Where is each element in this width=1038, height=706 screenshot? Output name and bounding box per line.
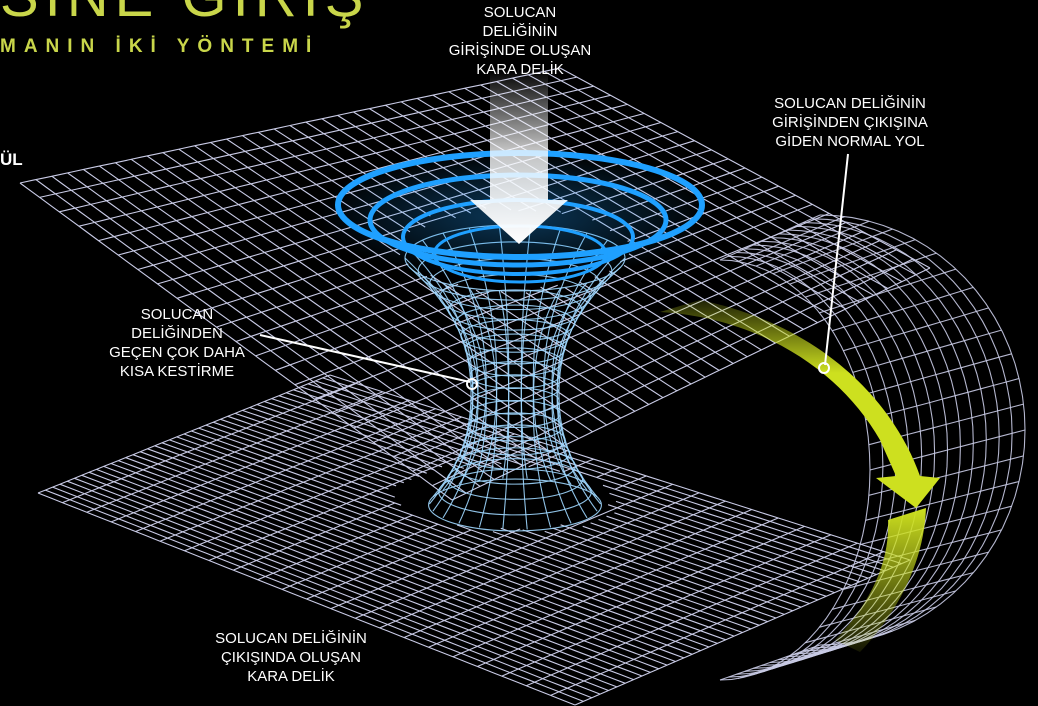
lower-grid-line [37,374,331,494]
side-text-fragment: ÜL [0,150,23,169]
upper-grid-line [39,76,577,198]
label-line: GEÇEN ÇOK DAHA [109,344,245,361]
lower-grid-line [281,458,594,590]
label-line: KARA DELİK [476,61,564,78]
label-line: GİRİŞİNDE OLUŞAN [448,42,592,59]
curve-grid-line [728,255,884,678]
curve-grid-line [811,218,1013,649]
lower-grid-line [191,430,752,630]
lower-grid-line [227,415,793,612]
lower-grid-line [550,551,884,696]
lower-grid-line [198,427,760,626]
label-line: SOLUCAN [140,306,214,323]
wormhole-throat [404,224,626,532]
lower-grid-line [330,475,647,610]
lower-grid-line [286,392,860,583]
label-line: SOLUCAN DELİĞİNİN [774,95,926,112]
upper-grid-line [19,67,561,184]
label-normal-path: SOLUCAN DELİĞİNİN GİRİŞİNDEN ÇIKIŞINA Gİ… [745,94,955,151]
lower-grid-line [379,492,700,629]
lower-grid-line [525,542,858,687]
label-shortcut: SOLUCAN DELİĞİNDEN GEÇEN ÇOK DAHA KISA K… [92,305,262,381]
lower-grid-line [501,534,832,677]
label-entrance-black-hole: SOLUCAN DELİĞİNİN GİRİŞİNDE OLUŞAN KARA … [430,3,610,79]
curve-grid-line [819,214,1026,646]
lower-grid-line [477,525,805,668]
upper-grid-line [353,221,847,429]
lower-grid-line [205,424,768,623]
upper-grid-line [451,267,931,501]
lower-grid-line [234,412,802,608]
label-line: DELİĞİNDEN [131,325,223,342]
lower-grid-line [62,382,357,504]
label-line: GİDEN NORMAL YOL [775,133,925,150]
lower-grid-line [135,408,436,533]
throat-meridian-line [543,232,588,485]
upper-grid-line [333,212,830,415]
label-line: KISA KESTİRME [119,363,235,380]
label-line: DELİĞİNİN [482,23,558,40]
lower-grid-line [264,400,835,594]
lower-grid-line [574,559,911,706]
lower-grid-line [213,421,777,619]
lower-grid-line [271,398,844,590]
lower-grid-line [355,483,673,619]
lower-grid-line [452,517,779,658]
shortcut-pointer [259,334,478,390]
label-line: SOLUCAN DELİĞİNİN [215,630,367,647]
lower-grid-line [428,508,753,648]
lower-grid-line [249,406,819,601]
page-subtitle: MANIN İKİ YÖNTEMİ [0,36,320,57]
label-line: KARA DELİK [247,668,335,685]
lower-grid-line [278,395,852,586]
lower-grid-line [403,500,726,639]
lower-grid-line [242,409,810,605]
throat-meridian-line [556,248,621,498]
curve-grid-line [719,259,871,681]
lower-grid-line [86,391,383,513]
normal-path-arrow-continuation [835,508,926,652]
lower-grid-line [220,418,785,615]
label-line: SOLUCAN [483,4,557,21]
page-title: SİNE GİRİŞ [0,0,369,26]
label-exit-black-hole: SOLUCAN DELİĞİNİN ÇIKIŞINDA OLUŞAN KARA … [186,629,396,686]
throat-meridian-line [409,248,474,498]
lower-grid-line [256,403,827,597]
lower-grid-line [306,466,621,600]
throat-meridian-line [442,232,487,485]
throat-ring-line [428,478,602,532]
down-arrow-icon [470,70,568,244]
normal-path-arrow-icon [660,300,940,508]
throat-meridian-line [551,239,608,491]
upper-grid-line [373,231,863,443]
throat-meridian-line [422,239,479,491]
lower-grid-line [110,399,410,523]
label-line: GİRİŞİNDEN ÇIKIŞINA [772,114,928,131]
lower-grid-line [257,450,568,581]
lower-spacetime-sheet [37,374,911,706]
curve-grid-line [803,221,1000,652]
lower-grid-line [159,416,463,542]
label-line: ÇIKIŞINDA OLUŞAN [220,649,362,666]
curve-grid-line [794,225,987,655]
lower-grid-line [300,386,877,576]
lower-grid-line [184,424,489,552]
normal-path-pointer [818,153,849,374]
